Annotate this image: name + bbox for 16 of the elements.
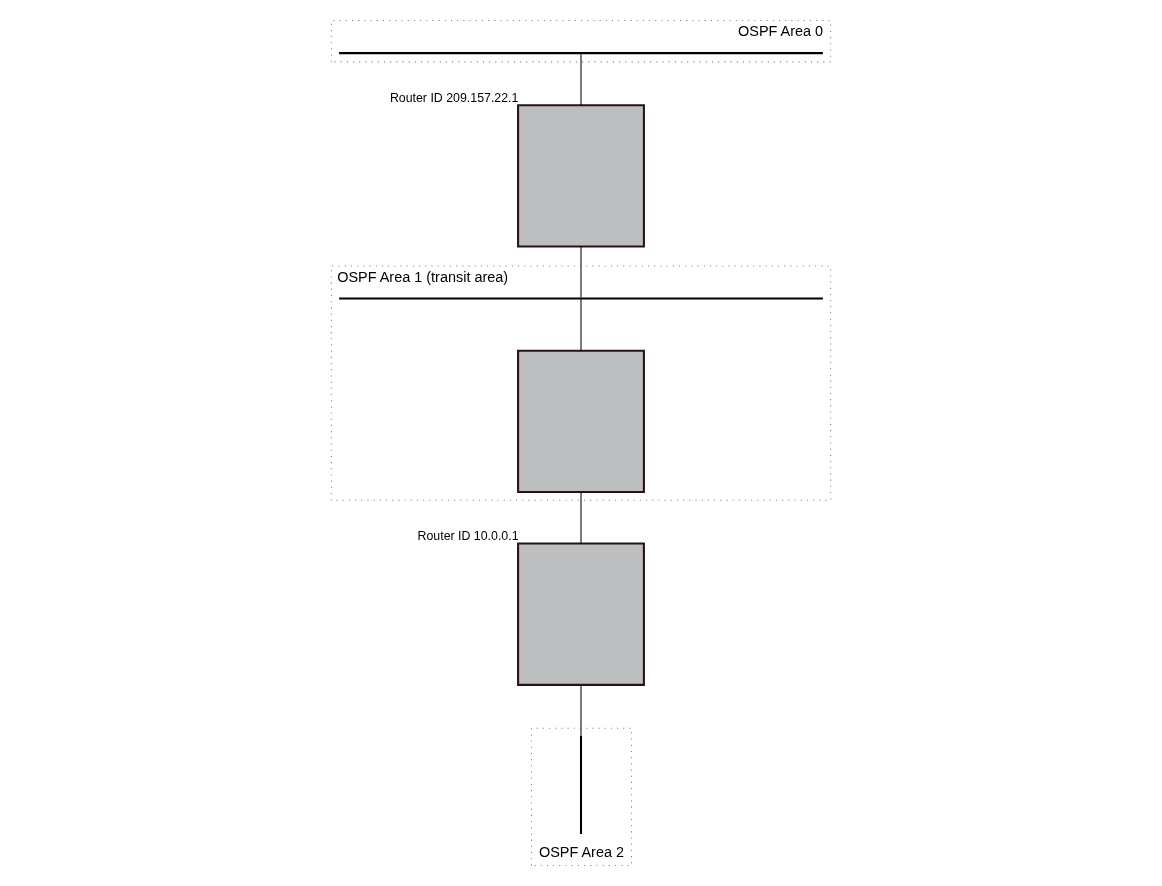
connector <box>580 246 582 298</box>
connector <box>580 53 582 106</box>
node-box <box>517 349 645 494</box>
connector <box>580 684 582 737</box>
cluster: OSPF Area 1 (transit area) <box>330 265 832 501</box>
cluster: OSPF Area 0 <box>330 20 832 63</box>
cluster: OSPF Area 2 <box>530 727 633 866</box>
node-bar <box>579 735 583 834</box>
node-label: Router ID 10.0.0.1 <box>417 529 519 544</box>
node-label: Router ID 209.157.22.1 <box>389 90 519 105</box>
node-box <box>517 542 645 686</box>
connector <box>580 491 582 544</box>
connector <box>580 298 582 352</box>
node-bar <box>339 297 823 300</box>
node-box <box>517 104 645 248</box>
node-bar <box>339 52 823 55</box>
